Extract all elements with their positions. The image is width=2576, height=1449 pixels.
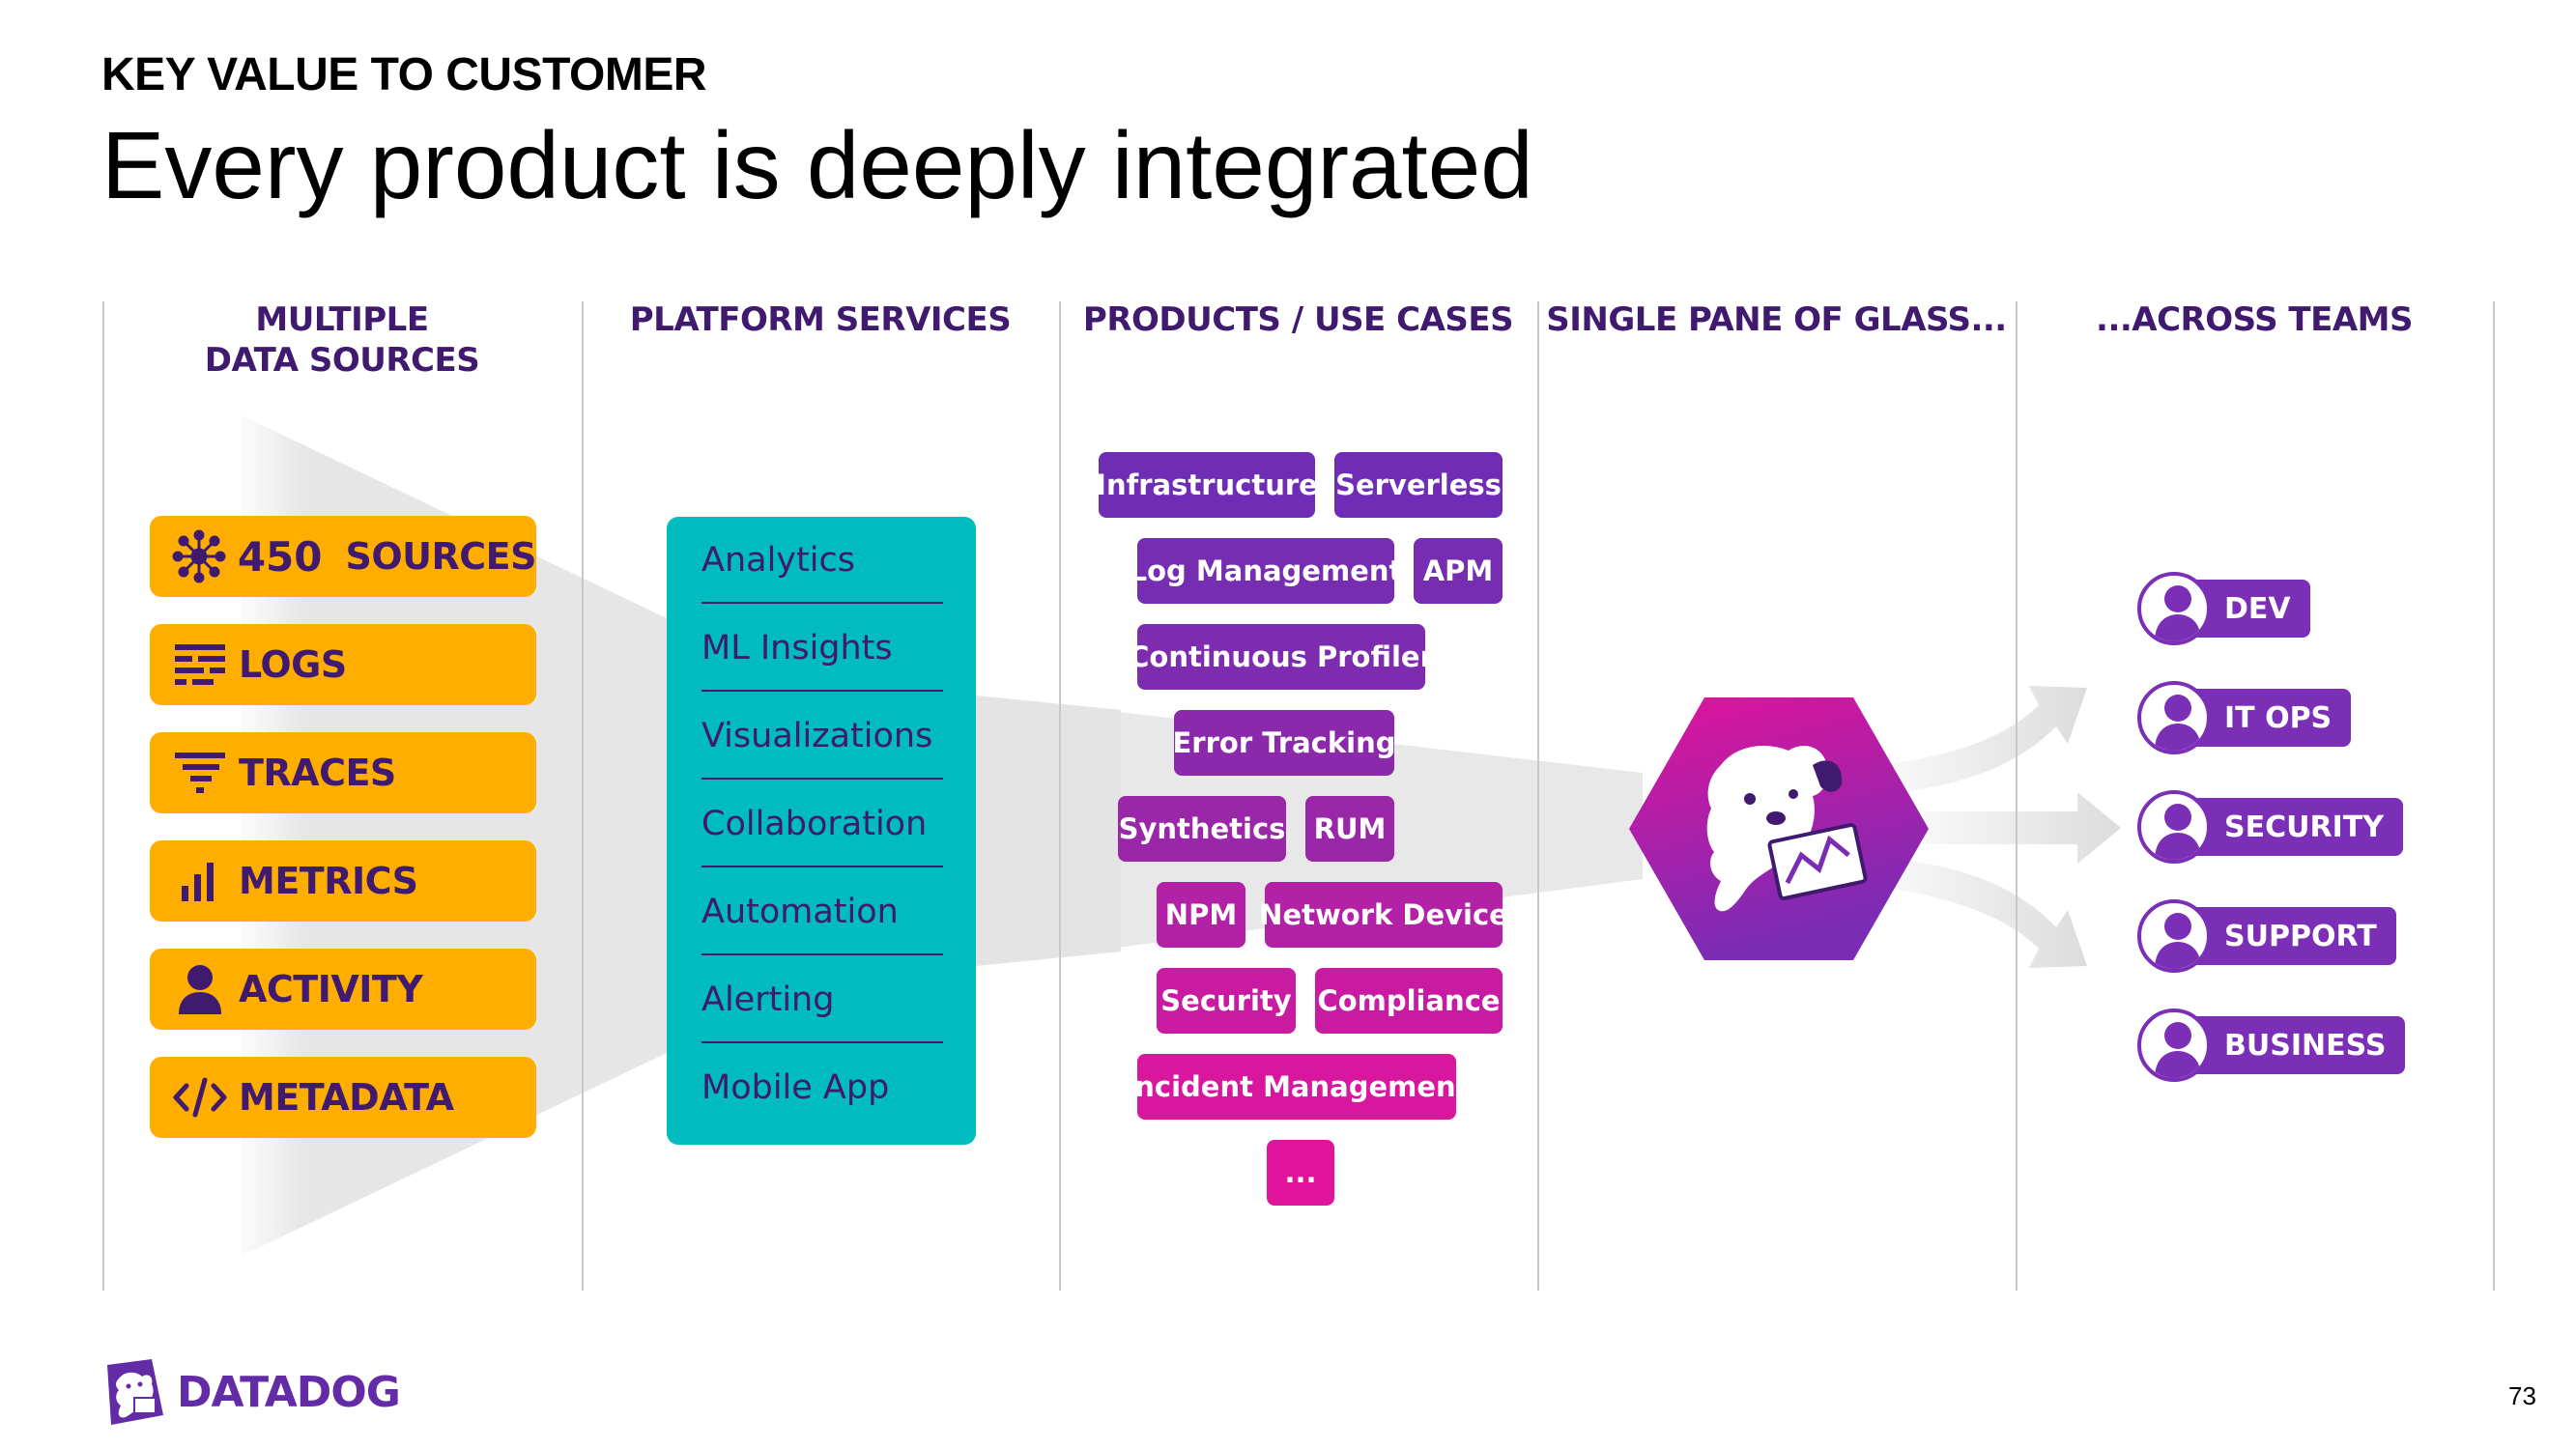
network-icon bbox=[171, 527, 228, 585]
column-divider bbox=[582, 301, 584, 1291]
source-label: TRACES bbox=[239, 752, 396, 794]
product-tag: Network Device bbox=[1259, 882, 1508, 948]
product-tag: Security bbox=[1157, 968, 1296, 1034]
product-tag: APM bbox=[1414, 538, 1503, 604]
column-divider bbox=[1537, 301, 1539, 1291]
product-tag: Compliance bbox=[1315, 968, 1503, 1034]
column-divider bbox=[2016, 301, 2018, 1291]
team-it-ops: IT OPS bbox=[2137, 681, 2352, 754]
user-avatar-icon bbox=[2137, 899, 2211, 973]
column-divider bbox=[102, 301, 104, 1291]
source-traces: TRACES bbox=[150, 732, 536, 813]
service-item: Collaboration bbox=[701, 781, 943, 867]
datadog-wordmark: DATADOG bbox=[177, 1367, 401, 1417]
page-number: 73 bbox=[2508, 1381, 2536, 1410]
product-tag: Continuous Profiler bbox=[1129, 624, 1434, 690]
column-header-sources: MULTIPLE DATA SOURCES bbox=[204, 300, 480, 380]
product-tag: Incident Management bbox=[1124, 1054, 1470, 1120]
platform-services-panel: Analytics ML Insights Visualizations Col… bbox=[667, 517, 976, 1145]
slide-kicker: KEY VALUE TO CUSTOMER bbox=[101, 49, 707, 100]
traces-icon bbox=[171, 744, 229, 802]
user-avatar-icon bbox=[2137, 1009, 2211, 1082]
datadog-hexagon bbox=[1629, 697, 1929, 960]
user-avatar-icon bbox=[2137, 790, 2211, 864]
service-item: ML Insights bbox=[701, 605, 943, 692]
product-tag: Error Tracking bbox=[1172, 710, 1396, 776]
service-item: Automation bbox=[701, 868, 943, 955]
product-tag: Serverless bbox=[1334, 452, 1503, 518]
source-label: LOGS bbox=[239, 643, 347, 686]
team-security: SECURITY bbox=[2137, 790, 2403, 864]
column-header-products: PRODUCTS / USE CASES bbox=[1082, 300, 1514, 339]
team-dev: DEV bbox=[2137, 572, 2310, 645]
product-tag: RUM bbox=[1305, 796, 1394, 862]
user-icon bbox=[171, 960, 229, 1018]
product-tag: NPM bbox=[1157, 882, 1245, 948]
source-label: METRICS bbox=[239, 860, 418, 902]
source-metadata: METADATA bbox=[150, 1057, 536, 1138]
dog-mascot-icon bbox=[1706, 746, 1868, 912]
user-avatar-icon bbox=[2137, 681, 2211, 754]
source-logs: LOGS bbox=[150, 624, 536, 705]
team-business: BUSINESS bbox=[2137, 1009, 2406, 1082]
service-item: Visualizations bbox=[701, 693, 943, 780]
source-metrics: METRICS bbox=[150, 840, 536, 922]
user-avatar-icon bbox=[2137, 572, 2211, 645]
bar-chart-icon bbox=[171, 852, 229, 910]
team-label: SECURITY bbox=[2182, 798, 2403, 856]
logs-icon bbox=[171, 636, 229, 694]
product-tag-more: ... bbox=[1267, 1140, 1334, 1206]
service-item: Alerting bbox=[701, 956, 943, 1043]
column-header-platform: PLATFORM SERVICES bbox=[629, 300, 1012, 339]
column-divider bbox=[1059, 301, 1061, 1291]
source-activity: ACTIVITY bbox=[150, 949, 536, 1030]
team-label: BUSINESS bbox=[2182, 1016, 2406, 1074]
product-tag: Log Management bbox=[1130, 538, 1402, 604]
sources-count: 450 bbox=[237, 532, 323, 581]
source-label: SOURCES bbox=[345, 535, 536, 578]
code-icon bbox=[171, 1068, 229, 1126]
column-header-teams: ...ACROSS TEAMS bbox=[2096, 300, 2413, 339]
source-label: METADATA bbox=[239, 1076, 454, 1119]
product-tag: Infrastructure bbox=[1096, 452, 1318, 518]
datadog-dog-icon bbox=[107, 1359, 163, 1425]
service-item: Mobile App bbox=[701, 1068, 890, 1107]
product-tag: Synthetics bbox=[1118, 796, 1286, 862]
service-item: Analytics bbox=[701, 517, 943, 604]
slide-title: Every product is deeply integrated bbox=[101, 112, 1533, 218]
column-divider bbox=[2493, 301, 2495, 1291]
column-header-glass: SINGLE PANE OF GLASS... bbox=[1546, 300, 2007, 339]
datadog-logo: DATADOG bbox=[101, 1357, 401, 1427]
team-support: SUPPORT bbox=[2137, 899, 2396, 973]
source-label: ACTIVITY bbox=[239, 968, 423, 1010]
team-label: SUPPORT bbox=[2182, 907, 2396, 965]
source-sources: 450 SOURCES bbox=[150, 516, 536, 597]
